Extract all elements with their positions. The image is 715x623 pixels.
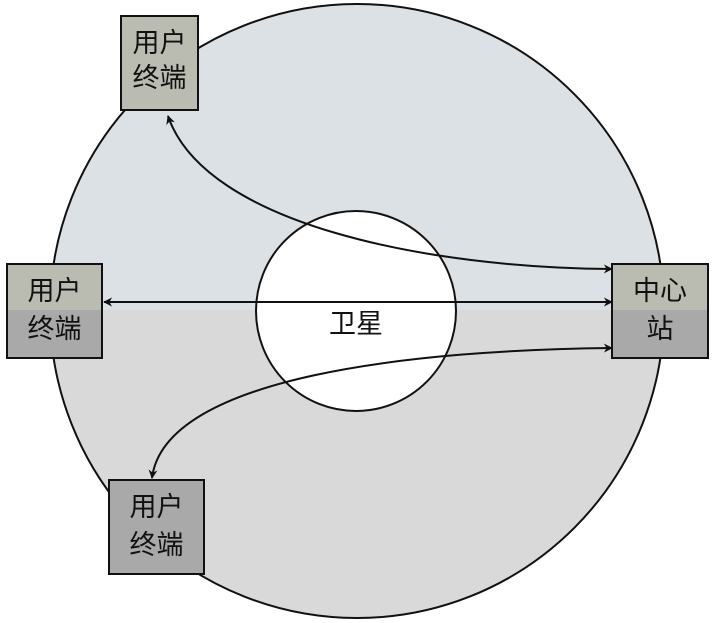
bottom-terminal-box [108,479,205,575]
top-terminal-label-line2: 终端 [133,63,187,94]
top-terminal-label-line1: 用户 [133,28,187,59]
hub-label-line1: 中心 [633,276,687,307]
bottom-terminal-label-line2: 终端 [130,530,184,561]
left-terminal-label-line1: 用户 [28,276,82,307]
link-top-terminal-hub [166,115,613,274]
node-top-terminal: 用户 终端 [120,15,199,111]
hub-box-border [611,263,709,359]
top-terminal-box [120,15,199,111]
left-terminal-label-line2: 终端 [28,314,82,345]
node-hub-station: 中心 站 [611,263,709,359]
link-bottom-terminal-hub [148,343,613,479]
hub-label-line2: 站 [647,314,674,345]
node-bottom-terminal: 用户 终端 [108,479,205,575]
left-terminal-box-border [6,263,103,359]
left-terminal-box-upper [7,264,102,310]
left-terminal-box-lower [7,310,102,358]
hub-box-upper [612,264,708,310]
bottom-terminal-label-line1: 用户 [130,492,184,523]
satellite-label: 卫星 [329,309,383,340]
node-left-terminal: 用户 终端 [6,263,103,359]
hub-box-lower [612,310,708,358]
